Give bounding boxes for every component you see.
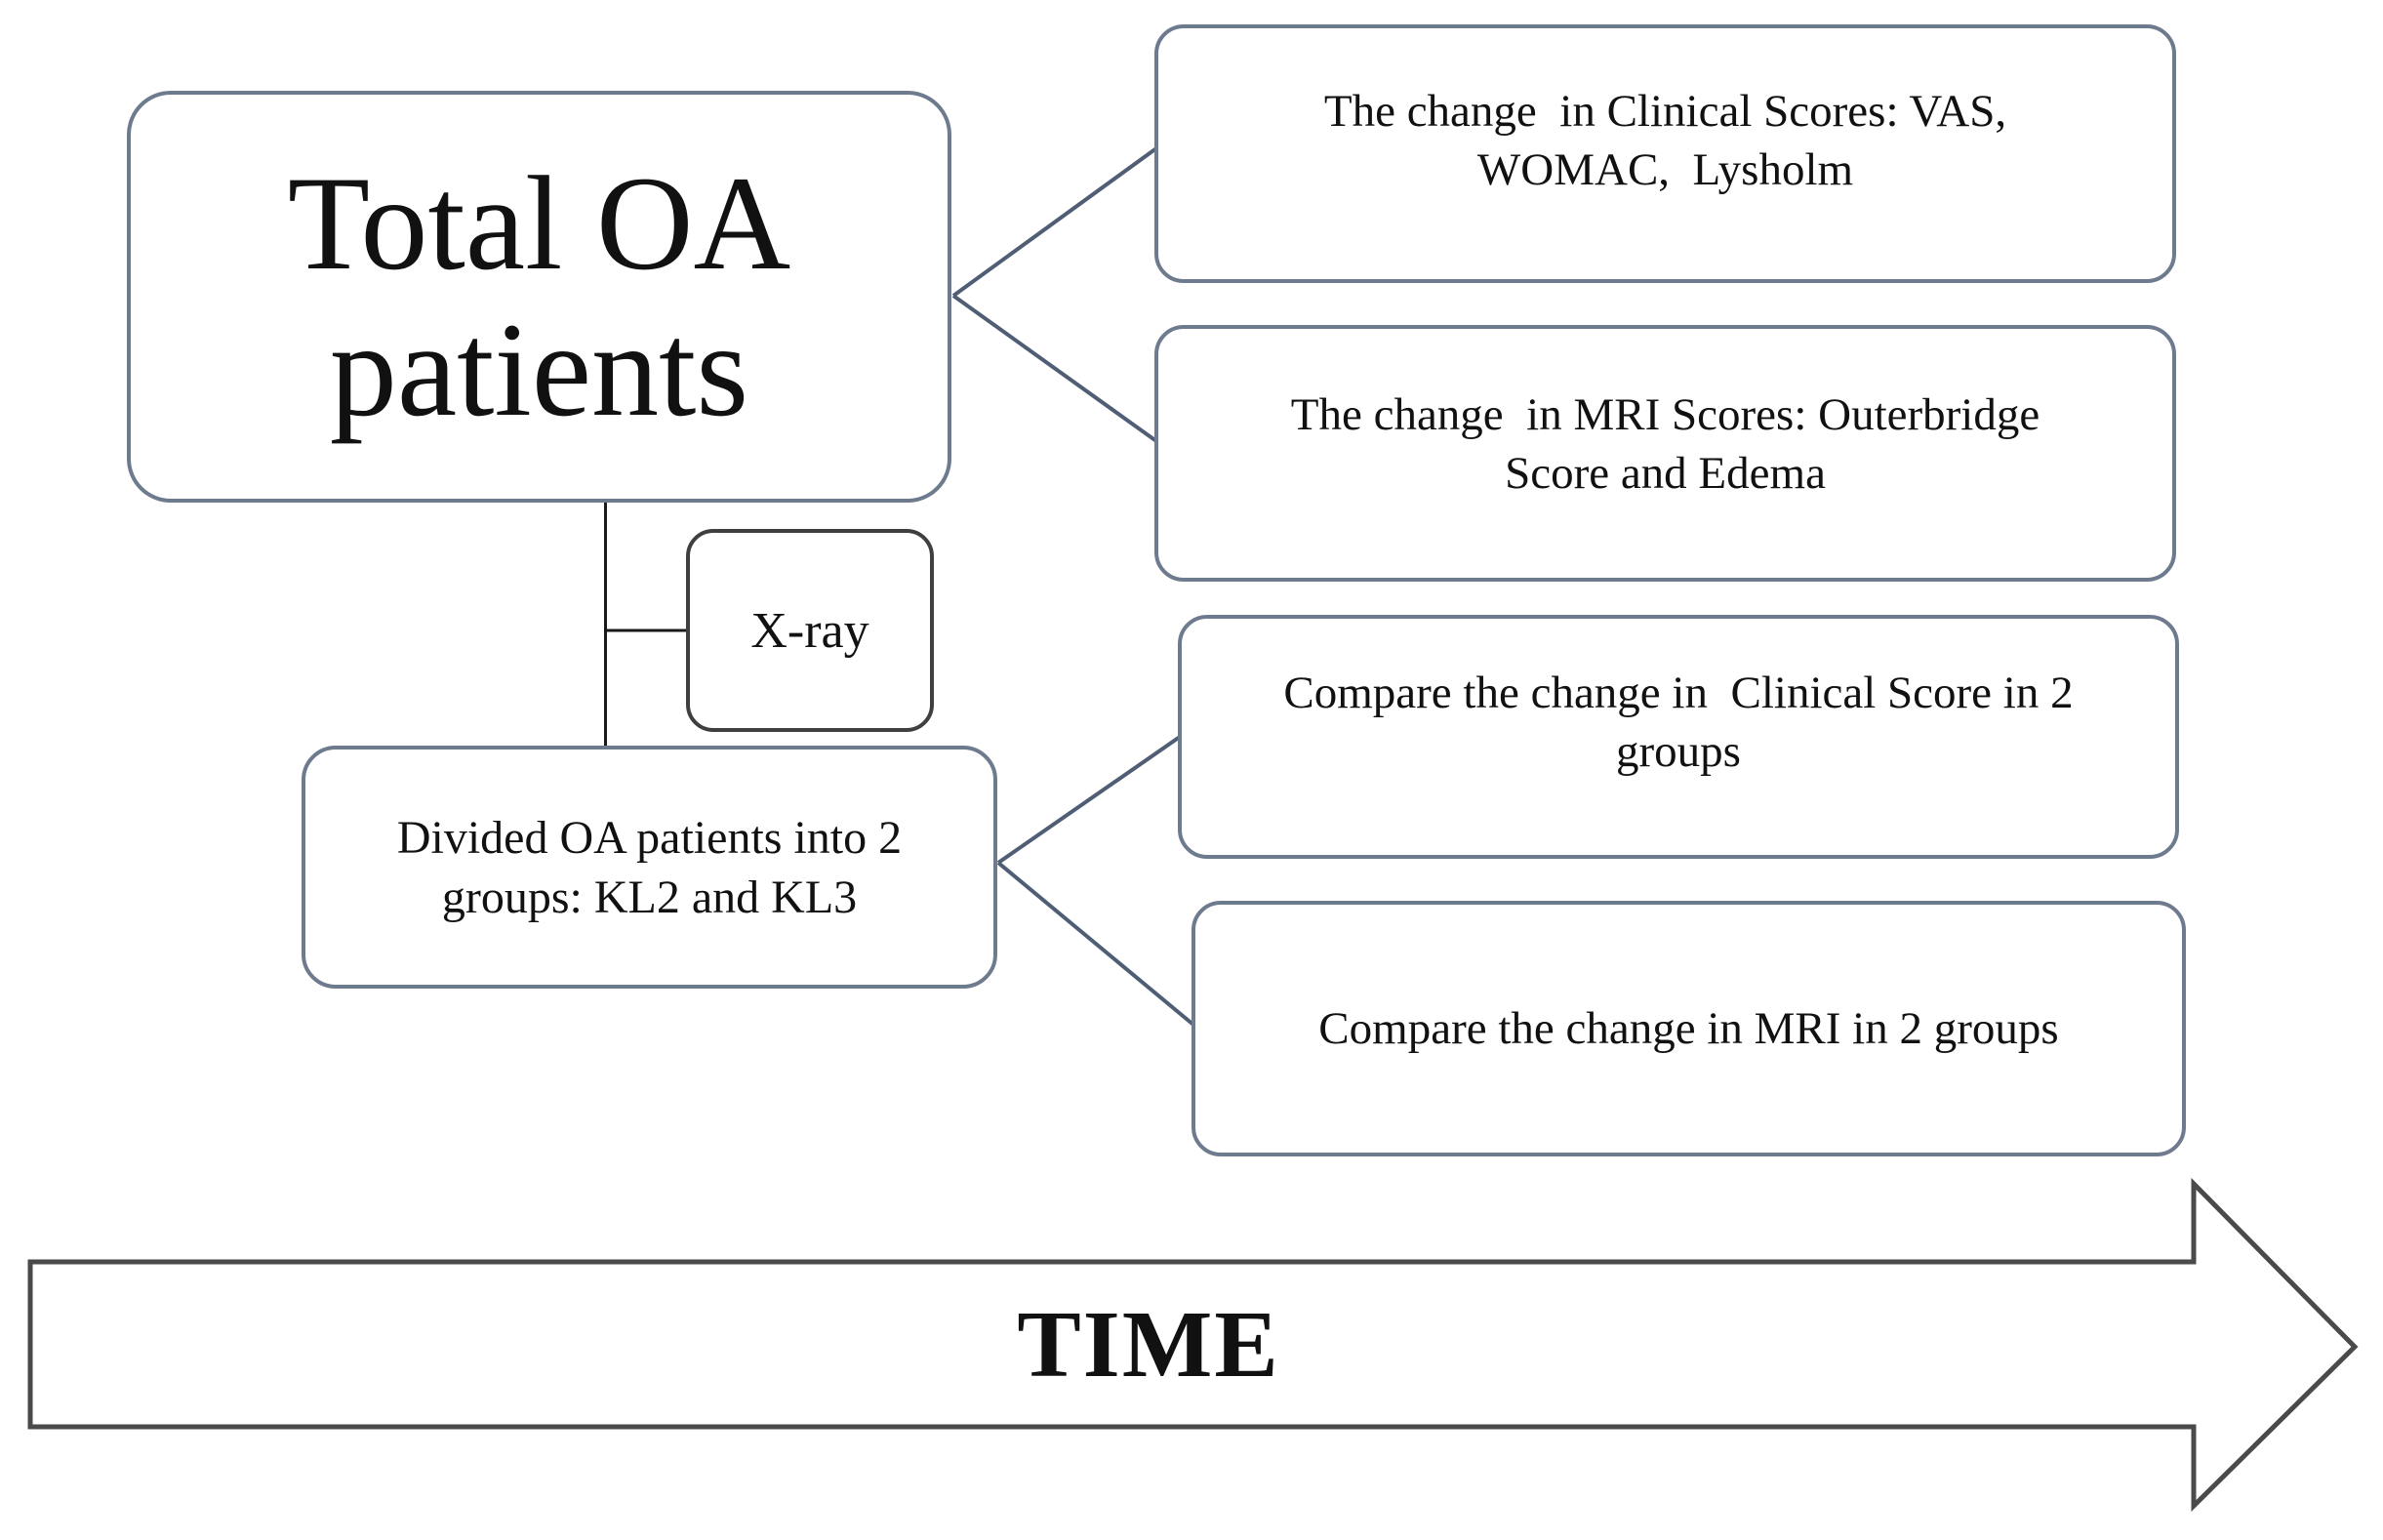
time-arrow: [27, 1177, 2359, 1512]
box-total-oa-patients: Total OA patients: [127, 91, 951, 503]
box-compare-clinical-line2: groups: [1616, 726, 1741, 777]
box-xray-label: X-ray: [750, 602, 869, 659]
box-clinical-scores-change: The change in Clinical Scores: VAS, WOMA…: [1154, 24, 2176, 283]
box-mri-scores-line2: Score and Edema: [1505, 447, 1826, 499]
box-xray: X-ray: [686, 529, 934, 732]
box-divided-groups: Divided OA patients into 2 groups: KL2 a…: [302, 746, 997, 989]
box-compare-clinical-line1: Compare the change in Clinical Score in …: [1283, 668, 2074, 718]
connector-total-to-clinical: [951, 146, 1158, 298]
box-compare-mri: Compare the change in MRI in 2 groups: [1192, 901, 2186, 1156]
connector-divided-to-compare-mri: [996, 861, 1195, 1027]
box-divided-line1: Divided OA patients into 2: [396, 811, 903, 864]
time-arrow-label: TIME: [1017, 1291, 1280, 1398]
box-clinical-scores-line2: WOMAC, Lysholm: [1476, 143, 1854, 195]
connector-divided-to-compare-clinical: [996, 735, 1182, 865]
box-clinical-scores-line1: The change in Clinical Scores: VAS,: [1323, 85, 2007, 137]
box-mri-scores-line1: The change in MRI Scores: Outerbridge: [1290, 388, 2040, 440]
box-compare-clinical: Compare the change in Clinical Score in …: [1178, 615, 2179, 859]
box-mri-scores-change: The change in MRI Scores: Outerbridge Sc…: [1154, 325, 2176, 582]
box-divided-line2: groups: KL2 and KL3: [441, 871, 858, 923]
box-compare-mri-line1: Compare the change in MRI in 2 groups: [1318, 1003, 2059, 1054]
connector-total-to-mri: [951, 294, 1158, 443]
box-total-oa-line2: patients: [329, 295, 749, 444]
box-total-oa-line1: Total OA: [287, 148, 791, 298]
